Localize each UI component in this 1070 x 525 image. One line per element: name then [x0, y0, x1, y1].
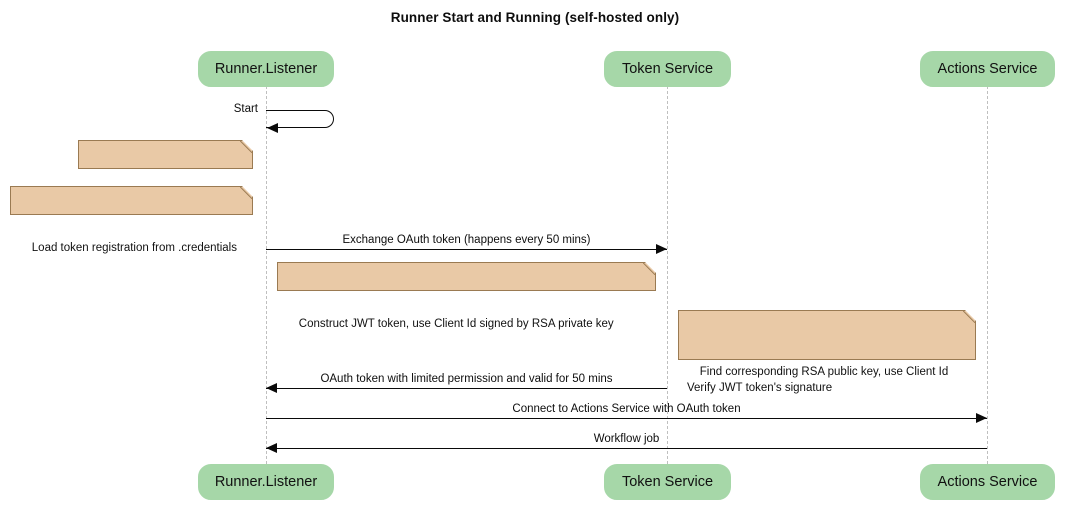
participant-runner-listener-bottom[interactable]: Runner.Listener — [198, 464, 334, 500]
note-fold-edge-icon — [240, 140, 253, 153]
arrow-head-oauth-token-response — [266, 383, 277, 393]
arrow-head-connect-actions-service — [976, 413, 987, 423]
arrow-head-exchange-oauth-token — [656, 244, 667, 254]
arrow-head-start — [267, 123, 278, 133]
participant-label: Actions Service — [937, 474, 1038, 490]
message-line-connect-actions-service — [266, 418, 987, 419]
participant-label: Runner.Listener — [214, 61, 318, 77]
note-text: Find corresponding RSA public key, use C… — [687, 366, 949, 394]
lifeline-token-service — [667, 86, 668, 464]
lifeline-runner-listener — [266, 86, 267, 464]
participant-label: Actions Service — [937, 61, 1038, 77]
participant-actions-service-bottom[interactable]: Actions Service — [920, 464, 1055, 500]
message-label-start: Start — [233, 103, 258, 115]
participant-runner-listener-top[interactable]: Runner.Listener — [198, 51, 334, 87]
participant-actions-service-top[interactable]: Actions Service — [920, 51, 1055, 87]
participant-token-service-top[interactable]: Token Service — [604, 51, 731, 87]
note-text: Construct JWT token, use Client Id signe… — [298, 318, 614, 330]
note-fold-edge-icon — [963, 310, 976, 323]
arrow-head-workflow-job — [266, 443, 277, 453]
message-line-oauth-token-response — [266, 388, 667, 389]
note-fold-edge-icon — [240, 186, 253, 199]
note-load-config-info: Load config info from .runner — [78, 140, 253, 208]
participant-label: Token Service — [621, 61, 714, 77]
message-line-exchange-oauth-token — [266, 249, 667, 250]
participant-label: Token Service — [621, 474, 714, 490]
message-label-workflow-job: Workflow job — [593, 433, 660, 445]
message-label-connect-actions-service: Connect to Actions Service with OAuth to… — [512, 403, 741, 415]
note-load-token-registration: Load token registration from .credential… — [10, 186, 253, 254]
note-text: Load token registration from .credential… — [31, 242, 237, 254]
message-line-workflow-job — [266, 448, 987, 449]
participant-token-service-bottom[interactable]: Token Service — [604, 464, 731, 500]
message-self-loop-start — [266, 110, 334, 128]
lifeline-actions-service — [987, 86, 988, 464]
note-fold-edge-icon — [643, 262, 656, 275]
note-verify-jwt-signature: Find corresponding RSA public key, use C… — [678, 310, 976, 394]
participant-label: Runner.Listener — [214, 474, 318, 490]
diagram-title: Runner Start and Running (self-hosted on… — [390, 10, 680, 25]
message-label-exchange-oauth-token: Exchange OAuth token (happens every 50 m… — [342, 234, 591, 246]
note-construct-jwt-token: Construct JWT token, use Client Id signe… — [277, 262, 656, 330]
message-label-oauth-token-response: OAuth token with limited permission and … — [320, 373, 613, 385]
